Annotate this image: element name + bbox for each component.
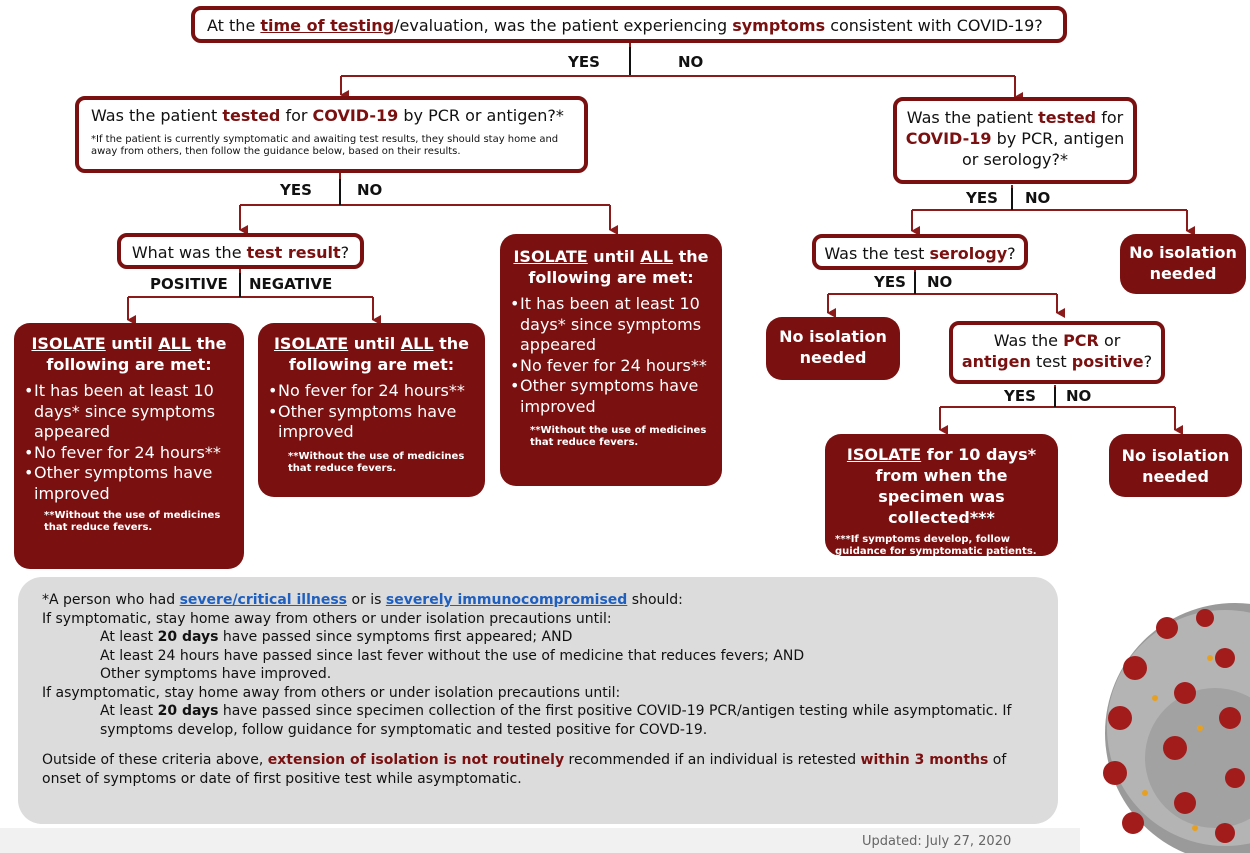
test-result-question: What was the test result? <box>117 233 364 269</box>
footer-line-2: If symptomatic, stay home away from othe… <box>42 610 612 627</box>
pcr-yes-label: YES <box>1004 387 1036 405</box>
isolate-pos-bullet: No fever for 24 hours** <box>24 443 234 464</box>
isolate-untested-bullet: It has been at least 10 days* since symp… <box>510 294 712 356</box>
positive-label: POSITIVE <box>150 275 228 293</box>
awaiting-results-note: *If the patient is currently symptomatic… <box>91 134 559 157</box>
no-isolation-needed-2: No isolation needed <box>766 317 900 380</box>
asym-no-label: NO <box>1025 189 1051 207</box>
pcr-antigen-question: Was the PCR or antigen test positive? <box>949 321 1165 384</box>
sym-no-label: NO <box>357 181 383 199</box>
top-yes-label: YES <box>568 53 600 71</box>
top-no-label: NO <box>678 53 704 71</box>
isolate-positive-box: ISOLATE until ALL the following are met:… <box>14 323 244 569</box>
immunocompromised-link[interactable]: severely immunocompromised <box>385 592 628 608</box>
fever-medicine-note: **Without the use of medicines that redu… <box>530 425 707 448</box>
negative-label: NEGATIVE <box>249 275 333 293</box>
footer-line-5: Other symptoms have improved. <box>100 666 332 682</box>
footer-line-3: At least 20 days have passed since sympt… <box>100 629 573 645</box>
isolate-untested-bullet: No fever for 24 hours** <box>510 356 712 377</box>
sym-yes-label: YES <box>280 181 312 199</box>
fever-medicine-note: **Without the use of medicines that redu… <box>44 510 221 533</box>
isolate-untested-box: ISOLATE until ALL the following are met:… <box>500 234 722 486</box>
isolate-neg-bullet: Other symptoms have improved <box>268 402 475 443</box>
fever-medicine-note: **Without the use of medicines that redu… <box>288 450 465 474</box>
severe-illness-link[interactable]: severe/critical illness <box>179 592 347 608</box>
isolate-neg-bullet: No fever for 24 hours** <box>268 381 475 402</box>
coronavirus-illustration <box>1103 603 1250 853</box>
footer-line-1: *A person who had severe/critical illnes… <box>42 592 683 608</box>
no-isolation-needed-1: No isolation needed <box>1120 234 1246 294</box>
severe-illness-guidance-panel: *A person who had severe/critical illnes… <box>18 577 1058 824</box>
isolate-untested-bullet: Other symptoms have improved <box>510 376 712 417</box>
footer-line-6: If asymptomatic, stay home away from oth… <box>42 684 621 701</box>
symptoms-develop-note: ***If symptoms develop, follow guidance … <box>835 534 1037 557</box>
sym-yes-no-divider <box>339 179 341 205</box>
isolate-negative-box: ISOLATE until ALL the following are met:… <box>258 323 485 497</box>
serology-yes-label: YES <box>874 273 906 291</box>
footer-line-7: At least 20 days have passed since speci… <box>100 703 1012 738</box>
asymptomatic-tested-question: Was the patient tested for COVID-19 by P… <box>893 97 1137 184</box>
asym-divider <box>1011 188 1013 210</box>
isolate-10-days-box: ISOLATE for 10 days* from when the speci… <box>825 434 1058 557</box>
updated-date: Updated: July 27, 2020 <box>862 834 1012 849</box>
serology-question: Was the test serology? <box>812 234 1028 270</box>
footer-line-4: At least 24 hours have passed since last… <box>100 647 805 664</box>
isolate-pos-bullet: Other symptoms have improved <box>24 463 234 504</box>
bottom-bar <box>0 828 1080 853</box>
no-isolation-needed-3: No isolation needed <box>1109 434 1242 497</box>
pcr-no-label: NO <box>1066 387 1092 405</box>
top-question-box: At the time of testing/evaluation, was t… <box>191 6 1067 43</box>
serology-no-label: NO <box>927 273 953 291</box>
pcr-divider <box>1054 387 1056 407</box>
result-divider <box>239 273 241 297</box>
top-yes-no-divider <box>629 47 631 75</box>
isolate-pos-bullet: It has been at least 10 days* since symp… <box>24 381 234 443</box>
asym-yes-label: YES <box>966 189 998 207</box>
serology-divider <box>914 272 916 294</box>
symptomatic-tested-question: Was the patient tested for COVID-19 by P… <box>75 96 588 173</box>
footer-line-8: Outside of these criteria above, extensi… <box>42 752 1007 787</box>
